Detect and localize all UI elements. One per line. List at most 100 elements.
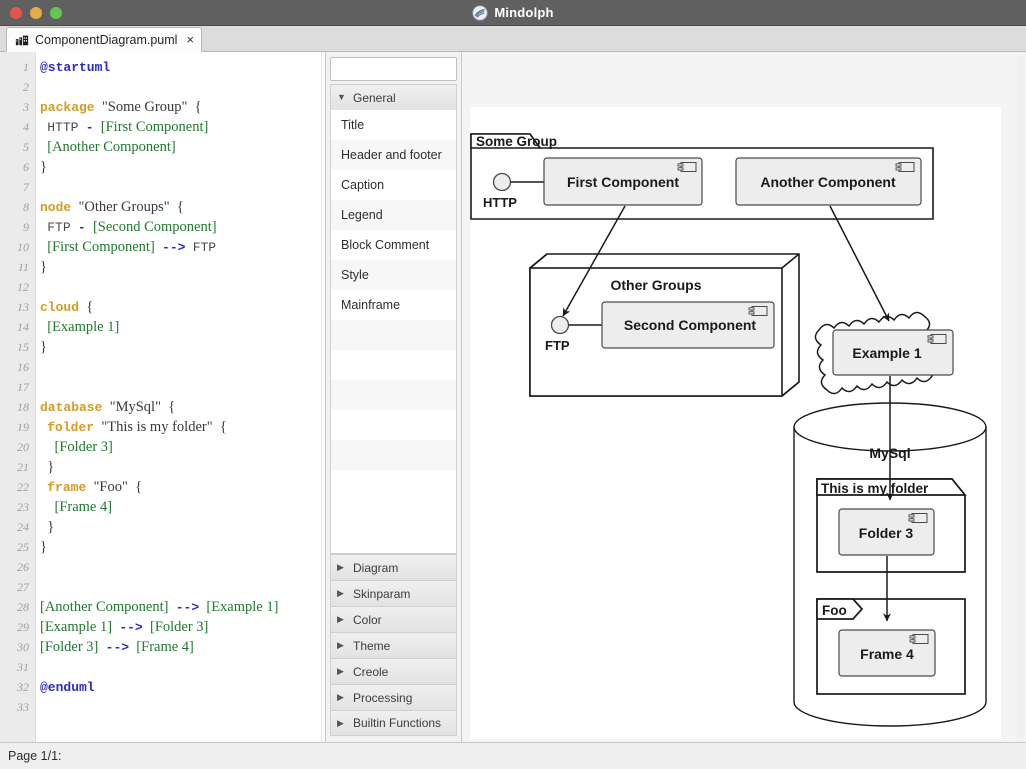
collapsed-groups: ▶ Diagram ▶ Skinparam ▶ Color ▶ Theme ▶ <box>330 554 457 736</box>
diagram-preview-pane[interactable]: Some Group HTTP First Component <box>462 52 1026 742</box>
line-number: 27 <box>17 580 29 594</box>
accordion-group-creole[interactable]: ▶ Creole <box>330 658 457 684</box>
accordion-group-label: Creole <box>353 664 389 679</box>
attribute-item-header-and-footer[interactable]: Header and footer <box>330 140 457 170</box>
code-token-foo: "Foo" <box>86 479 128 495</box>
title-bar: Mindolph <box>0 0 1026 26</box>
code-line-15: } <box>40 337 325 357</box>
component-label-first: First Component <box>567 174 679 190</box>
code-token-brace: { <box>212 419 227 435</box>
code-token-dash: - <box>77 220 86 235</box>
accordion-group-general[interactable]: ▼ General <box>330 84 457 110</box>
accordion-group-color[interactable]: ▶ Color <box>330 606 457 632</box>
code-token-ftp: FTP <box>47 220 71 235</box>
code-line-16 <box>40 357 325 377</box>
line-number: 28 <box>17 600 29 614</box>
maximize-window-button[interactable] <box>50 6 62 19</box>
minimize-window-button[interactable] <box>30 6 42 19</box>
close-window-button[interactable] <box>10 6 22 19</box>
node-label-other-groups: Other Groups <box>610 277 701 293</box>
accordion-group-skinparam[interactable]: ▶ Skinparam <box>330 580 457 606</box>
code-token-brace: { <box>127 479 143 495</box>
code-token-first-component: [First Component] <box>47 239 155 255</box>
line-number: 12 <box>17 280 29 294</box>
component-label-second: Second Component <box>624 317 757 333</box>
line-number: 3 <box>23 100 29 114</box>
code-line-30: [Folder 3] --> [Frame 4] <box>40 637 325 657</box>
editor-vertical-scrollbar[interactable] <box>321 52 325 742</box>
interface-ftp: FTP <box>545 315 602 353</box>
accordion-group-builtin-functions[interactable]: ▶ Builtin Functions <box>330 710 457 736</box>
frame-label-foo: Foo <box>822 603 847 618</box>
code-token-mysql: "MySql" <box>102 399 161 415</box>
attribute-item-style[interactable]: Style <box>330 260 457 290</box>
line-number: 19 <box>17 420 29 434</box>
code-token-another-component: [Another Component] <box>47 139 176 155</box>
accordion-group-label: Processing <box>353 690 413 705</box>
code-token-ftp: FTP <box>192 240 217 255</box>
code-token-second-component: [Second Component] <box>92 219 217 235</box>
line-number: 17 <box>17 380 29 394</box>
component-first-component: First Component <box>543 157 703 206</box>
line-number: 25 <box>17 540 29 554</box>
code-token-brace: { <box>187 99 202 115</box>
line-number: 18 <box>17 400 29 414</box>
code-line-5: [Another Component] <box>40 137 325 157</box>
attribute-item-caption[interactable]: Caption <box>330 170 457 200</box>
code-line-3: package "Some Group" { <box>40 97 325 117</box>
code-line-20: [Folder 3] <box>40 437 325 457</box>
tab-close-icon[interactable]: × <box>186 32 195 47</box>
preview-vertical-scrollbar[interactable] <box>1017 56 1024 738</box>
code-line-1: @startuml <box>40 57 325 77</box>
attribute-item-legend[interactable]: Legend <box>330 200 457 230</box>
code-line-29: [Example 1] --> [Folder 3] <box>40 617 325 637</box>
code-editor-pane[interactable]: 1 2 3 4 5 6 7 8 9 10 11 12 13 14 15 16 1… <box>0 52 326 742</box>
code-line-6: } <box>40 157 325 177</box>
line-number: 14 <box>17 320 29 334</box>
window-controls <box>10 6 62 19</box>
code-token-brace: } <box>47 519 55 535</box>
arrow-another-component-to-example1 <box>829 205 890 322</box>
code-line-4: HTTP - [First Component] <box>40 117 325 137</box>
line-number: 6 <box>23 160 29 174</box>
line-number: 33 <box>17 700 29 714</box>
attribute-item-block-comment[interactable]: Block Comment <box>330 230 457 260</box>
component-label-folder3: Folder 3 <box>859 525 914 541</box>
code-line-31 <box>40 657 325 677</box>
line-number: 5 <box>23 140 29 154</box>
code-token-another-component: [Another Component] <box>40 599 169 615</box>
title-center: Mindolph <box>0 0 1026 25</box>
tab-componentdiagram-puml[interactable]: ComponentDiagram.puml × <box>6 27 203 52</box>
code-token-http: HTTP <box>47 120 79 135</box>
code-line-22: frame "Foo" { <box>40 477 325 497</box>
chevron-right-icon: ▶ <box>337 562 344 572</box>
package-label: Some Group <box>476 134 557 149</box>
code-token-cloud: cloud <box>40 300 80 315</box>
code-token-example1: [Example 1] <box>206 599 279 615</box>
code-line-12 <box>40 277 325 297</box>
attribute-item-title[interactable]: Title <box>330 110 457 140</box>
accordion-group-label: General <box>353 90 396 105</box>
code-token-node: node <box>40 200 72 215</box>
code-line-11: } <box>40 257 325 277</box>
puml-file-icon <box>15 35 29 45</box>
code-line-19: folder "This is my folder" { <box>40 417 325 437</box>
component-example-1: Example 1 <box>832 329 954 376</box>
code-text-area[interactable]: @startuml package "Some Group" { HTTP - … <box>36 52 325 742</box>
accordion-group-theme[interactable]: ▶ Theme <box>330 632 457 658</box>
attribute-panel: ▼ General Title Header and footer Captio… <box>326 52 462 742</box>
tab-label: ComponentDiagram.puml <box>35 32 178 47</box>
accordion-group-diagram[interactable]: ▶ Diagram <box>330 554 457 580</box>
code-line-2 <box>40 77 325 97</box>
accordion-group-label: Theme <box>353 638 391 653</box>
mindolph-logo-icon <box>472 4 489 21</box>
code-token-folder3: [Folder 3] <box>54 439 113 455</box>
attribute-search-input[interactable] <box>330 57 457 81</box>
component-second-component: Second Component <box>601 301 775 349</box>
accordion-group-processing[interactable]: ▶ Processing <box>330 684 457 710</box>
line-number-gutter: 1 2 3 4 5 6 7 8 9 10 11 12 13 14 15 16 1… <box>0 52 36 742</box>
code-token-arrow: --> <box>119 620 143 635</box>
attribute-item-mainframe[interactable]: Mainframe <box>330 290 457 320</box>
code-token-arrow: --> <box>175 600 200 615</box>
